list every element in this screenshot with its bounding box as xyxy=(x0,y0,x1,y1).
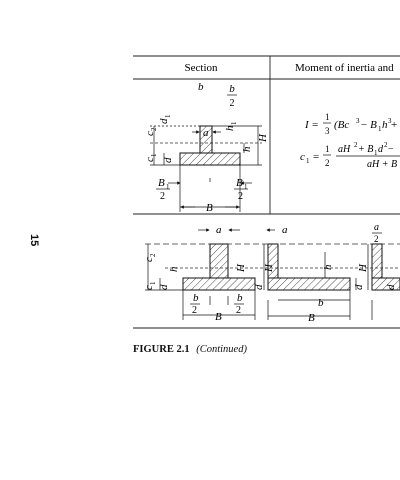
r2-label-a3-num: a xyxy=(374,222,379,233)
label-B: B xyxy=(206,202,213,214)
r2-label-d: d xyxy=(158,284,170,290)
label-B1-left-num: B xyxy=(158,177,165,189)
svg-text:+: + xyxy=(391,119,397,131)
label-B1-left-sub: 1 xyxy=(166,183,170,191)
label-h1: h xyxy=(224,125,236,131)
svg-text:+ B: + B xyxy=(358,144,373,155)
r2-label-c1: c xyxy=(143,285,155,290)
label-b-top: b xyxy=(198,81,204,93)
header-moment: Moment of inertia and xyxy=(295,62,394,74)
svg-text:1: 1 xyxy=(325,112,330,122)
svg-text:(Bc: (Bc xyxy=(334,119,349,131)
svg-text:2: 2 xyxy=(325,158,330,168)
label-h1-sub: 1 xyxy=(230,121,238,125)
r2-label-d3: d xyxy=(385,284,397,290)
r2-label-b-right-num: b xyxy=(237,292,243,304)
svg-text:− B: − B xyxy=(360,119,377,131)
svg-text:3: 3 xyxy=(356,117,360,125)
label-a: a xyxy=(203,127,209,139)
t-section-diagram xyxy=(150,125,262,212)
svg-text:−: − xyxy=(388,144,394,155)
r2-label-b-left-num: b xyxy=(193,292,199,304)
svg-text:aH: aH xyxy=(338,144,351,155)
r2-label-b-left-den: 2 xyxy=(192,305,197,316)
r2-label-H1: H xyxy=(235,263,247,273)
label-c2: c xyxy=(144,131,156,136)
r2-label-d1: d xyxy=(253,284,265,290)
table-grid xyxy=(133,55,400,329)
svg-text:2: 2 xyxy=(384,141,388,149)
svg-text:1: 1 xyxy=(306,157,310,165)
label-B1-right-sub: 1 xyxy=(244,183,248,191)
label-c1-sub: 1 xyxy=(150,153,158,157)
r2-label-h: h xyxy=(168,266,180,272)
svg-text:I =: I = xyxy=(304,119,319,131)
svg-text:3: 3 xyxy=(388,117,392,125)
label-B1-right-den: 2 xyxy=(238,191,243,202)
r2-label-a2: a xyxy=(282,224,288,236)
svg-text:aH + B: aH + B xyxy=(367,159,397,170)
r2-label-B2: B xyxy=(308,312,315,324)
r2-label-a1: a xyxy=(216,224,222,236)
r2-label-b-right-den: 2 xyxy=(236,305,241,316)
svg-text:c: c xyxy=(300,151,305,163)
r2-label-c1-sub: 1 xyxy=(149,281,157,285)
svg-text:1: 1 xyxy=(325,144,330,154)
label-H: H xyxy=(257,133,269,143)
formula-c1: c 1 = 1 2 aH 2 + B 1 d 2 − aH + B xyxy=(300,141,400,170)
r2-label-a3-den: 2 xyxy=(374,234,379,244)
r2-label-c2-sub: 2 xyxy=(149,253,157,257)
label-B1-left-den: 2 xyxy=(160,191,165,202)
r2-label-H2: H xyxy=(263,263,275,273)
svg-text:h: h xyxy=(382,119,388,131)
r2-label-c2: c xyxy=(143,257,155,262)
svg-text:1: 1 xyxy=(378,125,382,133)
label-B1-right-num: B xyxy=(236,177,243,189)
header-section: Section xyxy=(185,62,218,74)
label-c1: c xyxy=(144,157,156,162)
r2-label-h2: h xyxy=(322,264,334,270)
figure-label: FIGURE 2.1 xyxy=(133,344,190,355)
label-c2-sub: 2 xyxy=(150,127,158,131)
r2-label-H3: H xyxy=(357,263,369,273)
label-b-half-num: b xyxy=(229,83,235,95)
label-d: d xyxy=(162,157,174,163)
figure-continued: (Continued) xyxy=(196,344,247,355)
r2-label-B: B xyxy=(215,311,222,323)
label-h: h xyxy=(241,146,253,152)
svg-text:1: 1 xyxy=(374,149,378,157)
label-d1-sub: 1 xyxy=(164,114,172,118)
figure-caption: FIGURE 2.1 (Continued) xyxy=(133,344,247,355)
svg-text:2: 2 xyxy=(354,141,358,149)
r2-label-b2: b xyxy=(318,297,324,309)
svg-text:3: 3 xyxy=(325,126,330,136)
row2-diagrams xyxy=(145,228,400,320)
label-d1: d xyxy=(158,118,170,124)
svg-text:=: = xyxy=(313,151,319,163)
formula-I: I = 1 3 (Bc 3 − B 1 h 3 + xyxy=(304,112,397,136)
svg-text:d: d xyxy=(378,144,384,155)
label-b-half-den: 2 xyxy=(230,98,235,109)
r2-label-d2: d xyxy=(353,284,365,290)
